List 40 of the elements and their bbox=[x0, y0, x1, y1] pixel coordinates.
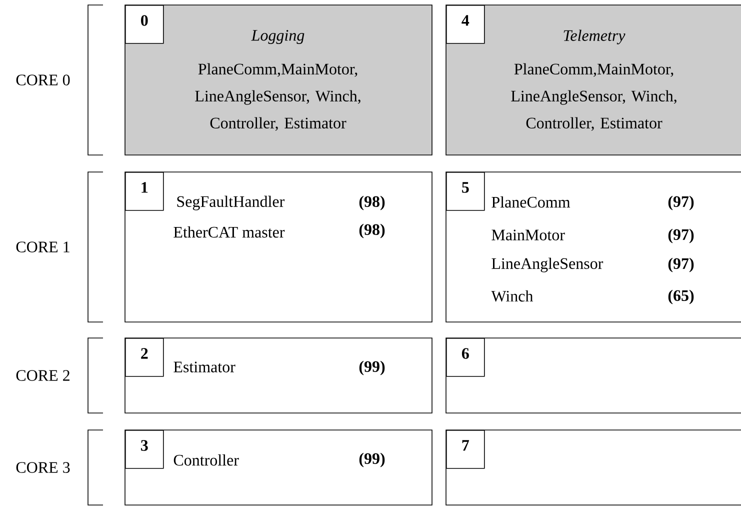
number-box: 2 bbox=[125, 338, 164, 377]
task-name: SegFaultHandler bbox=[177, 196, 284, 210]
priority-value: (98) bbox=[359, 224, 385, 238]
process-box bbox=[124, 172, 432, 322]
priority-value: (97) bbox=[668, 228, 694, 244]
task-name: Winch bbox=[491, 290, 534, 302]
priority-value: (99) bbox=[359, 452, 385, 468]
priority-value: (99) bbox=[359, 360, 385, 376]
number-box: 7 bbox=[446, 430, 485, 469]
process-box bbox=[446, 430, 741, 506]
priority-value: (65) bbox=[668, 290, 694, 304]
priority-value: (97) bbox=[668, 258, 694, 272]
shared-box bbox=[124, 4, 432, 156]
task-name: LineAngleSensor bbox=[492, 258, 604, 272]
task-name: EtherCAT master bbox=[174, 226, 285, 238]
task-name: MainMotor bbox=[492, 230, 565, 240]
number-box: 0 bbox=[125, 5, 164, 44]
number-box: 5 bbox=[446, 172, 485, 211]
shared-box bbox=[446, 4, 741, 156]
priority-value: (98) bbox=[359, 196, 385, 210]
core-label: CORE 2 bbox=[16, 370, 70, 381]
process-list: PlaneComm,MainMotor, LineAngleSensor, Winch, Controller, Estimator bbox=[511, 63, 676, 131]
process-title: Telemetry bbox=[564, 30, 626, 44]
process-list: PlaneComm,MainMotor, LineAngleSensor, Winch, Controller, Estimator bbox=[195, 63, 360, 131]
number-box: 3 bbox=[125, 430, 164, 469]
core-label: CORE 3 bbox=[16, 462, 70, 473]
core-label: CORE 1 bbox=[16, 242, 70, 252]
priority-value: (97) bbox=[668, 196, 694, 210]
number-box: 6 bbox=[446, 338, 485, 377]
process-box bbox=[124, 430, 432, 506]
process-title: Logging bbox=[251, 30, 304, 44]
process-box bbox=[446, 338, 741, 414]
number-box: 4 bbox=[446, 5, 485, 44]
process-box bbox=[446, 172, 741, 322]
task-name: Estimator bbox=[174, 362, 236, 372]
core-label: CORE 0 bbox=[16, 74, 70, 86]
number-box: 1 bbox=[125, 172, 164, 211]
task-name: PlaneComm bbox=[492, 196, 570, 208]
process-box bbox=[124, 338, 432, 414]
task-name: Controller bbox=[174, 454, 239, 466]
